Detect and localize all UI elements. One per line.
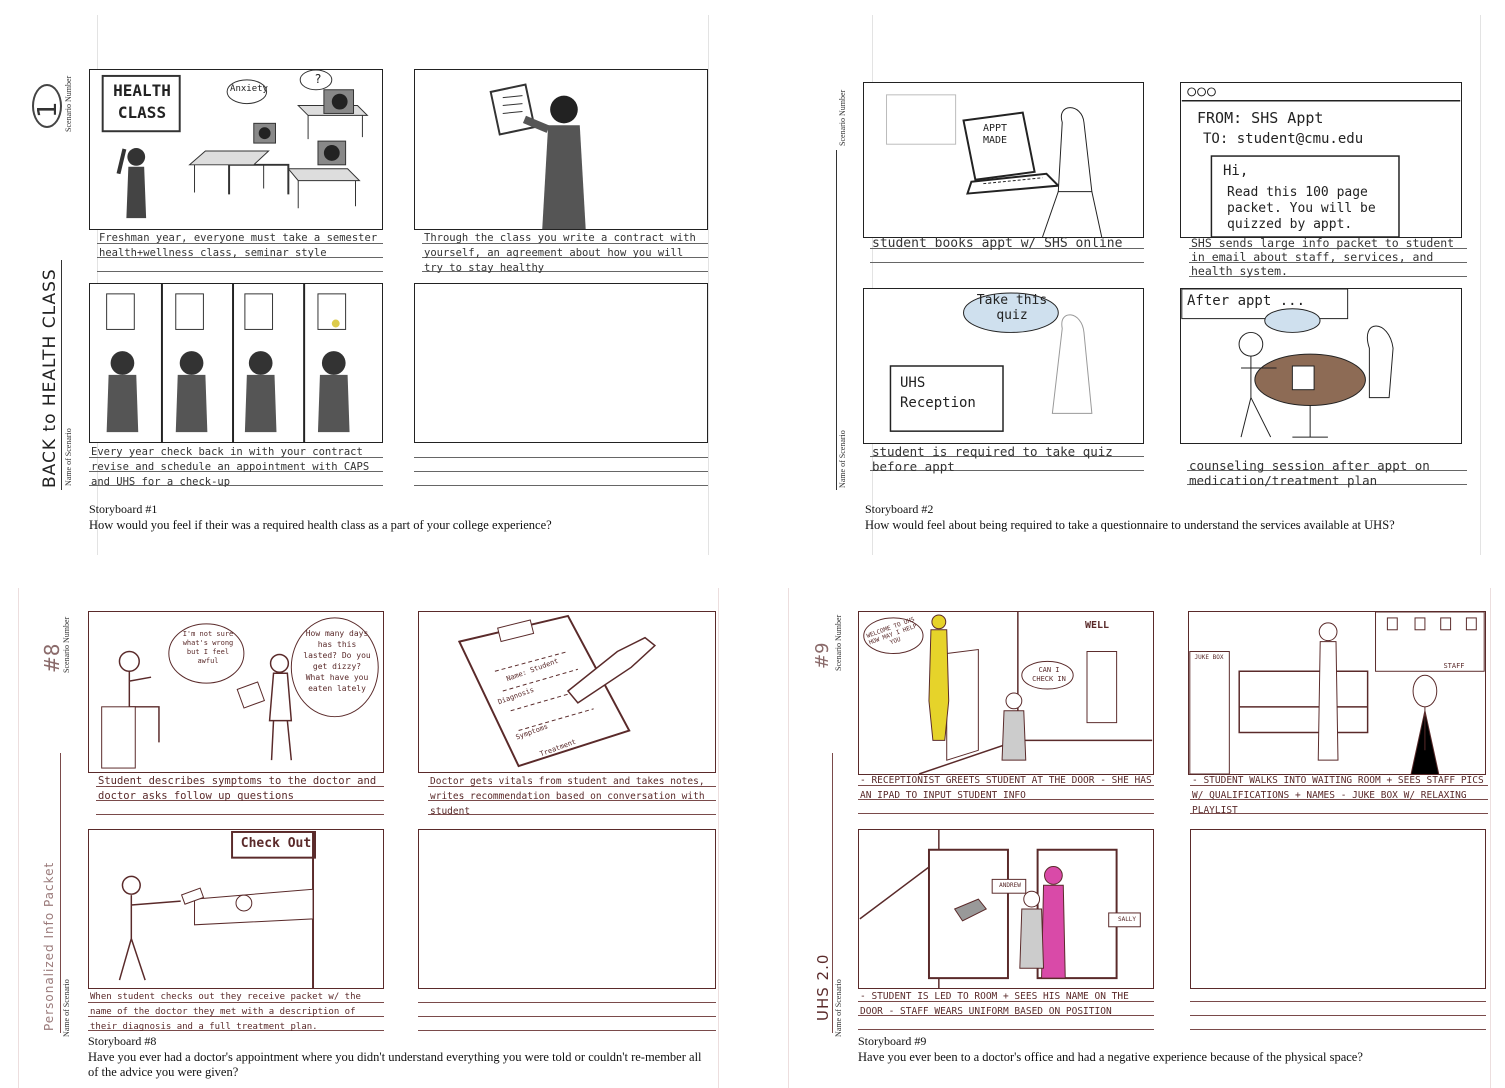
after-appt-label: After appt ... xyxy=(1187,293,1306,309)
caption-1: student books appt w/ SHS online xyxy=(870,236,1144,270)
staff-sign: STAFF xyxy=(1443,662,1465,670)
student-bubble: I'm not sure what's wrong but I feel awf… xyxy=(182,630,234,665)
scenario-number: #8 xyxy=(40,643,64,673)
storyboard-title: Storyboard #8 xyxy=(88,1034,157,1048)
doctor-bubble: How many days has this lasted? Do you ge… xyxy=(303,629,371,693)
panel-2: JUKE BOX STAFF xyxy=(1188,611,1486,775)
caption-2: Doctor gets vitals from student and take… xyxy=(428,776,716,820)
name-of-scenario-label: Name of Scenario xyxy=(838,430,847,488)
panel-3: Take this quiz UHS Reception xyxy=(863,288,1144,444)
panel-1: WELCOME TO UHS HOW MAY I HELP YOU CAN I … xyxy=(858,611,1154,775)
storyboard-title: Storyboard #9 xyxy=(858,1034,927,1048)
question-bubble: ? xyxy=(314,72,322,86)
name-of-scenario-label: Name of Scenario xyxy=(834,979,843,1037)
door-name-andrew: ANDREW xyxy=(999,882,1021,889)
scenario-number-label: Scenario Number xyxy=(838,89,847,146)
checkout-sketch xyxy=(118,830,316,988)
quiz-bubble: Take this quiz xyxy=(976,293,1048,323)
scenario-name: BACK to HEALTH CLASS xyxy=(40,268,60,488)
booking-sketch xyxy=(886,94,1103,237)
scenario-name: Personalized Info Packet xyxy=(42,861,56,1031)
name-of-scenario-label: Name of Scenario xyxy=(64,428,73,486)
email-to: TO: student@cmu.edu xyxy=(1203,131,1364,147)
scenario-number-label: Scenario Number xyxy=(834,614,843,671)
panel-3 xyxy=(89,283,383,443)
caption-4-empty xyxy=(414,447,708,487)
quiz-sketch xyxy=(889,292,1093,432)
caption-1: Student describes symptoms to the doctor… xyxy=(96,775,384,820)
student-bubble: CAN I CHECK IN xyxy=(1032,666,1066,683)
panel-1: I'm not sure what's wrong but I feel awf… xyxy=(88,611,384,773)
storyboard-2: Scenario Number Name of Scenario APPT MA… xyxy=(752,0,1504,555)
storyboard-question: How would feel about being required to t… xyxy=(865,518,1395,532)
email-from: FROM: SHS Appt xyxy=(1197,109,1324,127)
scenario-number: #9 xyxy=(812,642,833,669)
panel-4-empty xyxy=(414,283,708,443)
panel-2 xyxy=(414,69,708,230)
storyboard-9: Scenario Number #9 Name of Scenario UHS … xyxy=(752,543,1504,1088)
health-class-sketch xyxy=(101,70,369,219)
checkout-sign: Check Out xyxy=(240,836,312,851)
caption-4-empty xyxy=(1190,991,1486,1035)
storyboard-1: Scenario Number 1 Name of Scenario BACK … xyxy=(0,0,752,555)
panel-3: ANDREW SALLY xyxy=(858,829,1154,989)
email-greeting: Hi, xyxy=(1223,163,1249,179)
exam-room-sketch xyxy=(859,830,1141,988)
caption-3: - STUDENT IS LED TO ROOM + SEES HIS NAME… xyxy=(858,991,1154,1035)
email-body: Read this 100 page packet. You will be q… xyxy=(1227,185,1376,232)
caption-3: When student checks out they receive pac… xyxy=(88,992,384,1036)
caption-4-empty xyxy=(418,992,716,1036)
panel-4: After appt ... xyxy=(1180,288,1462,444)
check-back-sketch xyxy=(106,284,350,442)
clipboard-sketch xyxy=(457,614,657,768)
well-sign: WELL xyxy=(1084,620,1110,631)
storyboard-question: Have you ever had a doctor's appointment… xyxy=(88,1050,702,1079)
panel-4-empty xyxy=(418,829,716,989)
symptoms-sketch xyxy=(101,617,379,769)
storyboard-question: Have you ever been to a doctor's office … xyxy=(858,1050,1363,1064)
contract-sketch xyxy=(489,83,586,229)
reception-sketch xyxy=(863,612,1153,774)
panel-1: HEALTH CLASS Anxiety ? xyxy=(89,69,383,230)
scenario-number-circle xyxy=(32,84,62,128)
anxiety-bubble: Anxiety xyxy=(230,84,268,94)
email-sketch xyxy=(1181,87,1461,237)
caption-4: counseling session after appt on medicat… xyxy=(1187,458,1467,492)
jukebox-sign: JUKE BOX xyxy=(1194,654,1224,661)
caption-2: Through the class you write a contract w… xyxy=(422,232,708,274)
scenario-number: 1 xyxy=(33,101,63,118)
storyboard-title: Storyboard #1 xyxy=(89,502,158,516)
caption-2: SHS sends large info packet to student i… xyxy=(1189,236,1467,282)
appt-made-screen: APPT MADE xyxy=(982,123,1008,146)
counseling-sketch xyxy=(1181,289,1394,438)
door-name-sally: SALLY xyxy=(1117,916,1137,923)
reception-sign: UHS Reception xyxy=(900,375,976,411)
caption-3: Every year check back in with your contr… xyxy=(89,446,383,488)
panel-1: APPT MADE xyxy=(863,82,1144,238)
panel-4-empty xyxy=(1190,829,1486,989)
storyboard-question: How would you feel if their was a requir… xyxy=(89,518,552,532)
caption-2: - STUDENT WALKS INTO WAITING ROOM + SEES… xyxy=(1190,775,1488,819)
scenario-number-label: Scenario Number xyxy=(64,75,73,132)
scenario-name: UHS 2.0 xyxy=(814,953,832,1021)
caption-1: Freshman year, everyone must take a seme… xyxy=(97,232,383,273)
caption-3: student is required to take quiz before … xyxy=(870,444,1144,478)
panel-2: FROM: SHS Appt TO: student@cmu.edu Hi, R… xyxy=(1180,82,1462,238)
caption-1: - RECEPTIONIST GREETS STUDENT AT THE DOO… xyxy=(858,775,1154,819)
waiting-room-sketch xyxy=(1189,612,1485,774)
storyboard-title: Storyboard #2 xyxy=(865,502,934,516)
panel-3: Check Out xyxy=(88,829,384,989)
storyboard-8: Scenario Number #8 Name of Scenario Pers… xyxy=(0,543,752,1088)
name-of-scenario-label: Name of Scenario xyxy=(62,979,71,1037)
health-class-sign: HEALTH CLASS xyxy=(113,81,171,122)
